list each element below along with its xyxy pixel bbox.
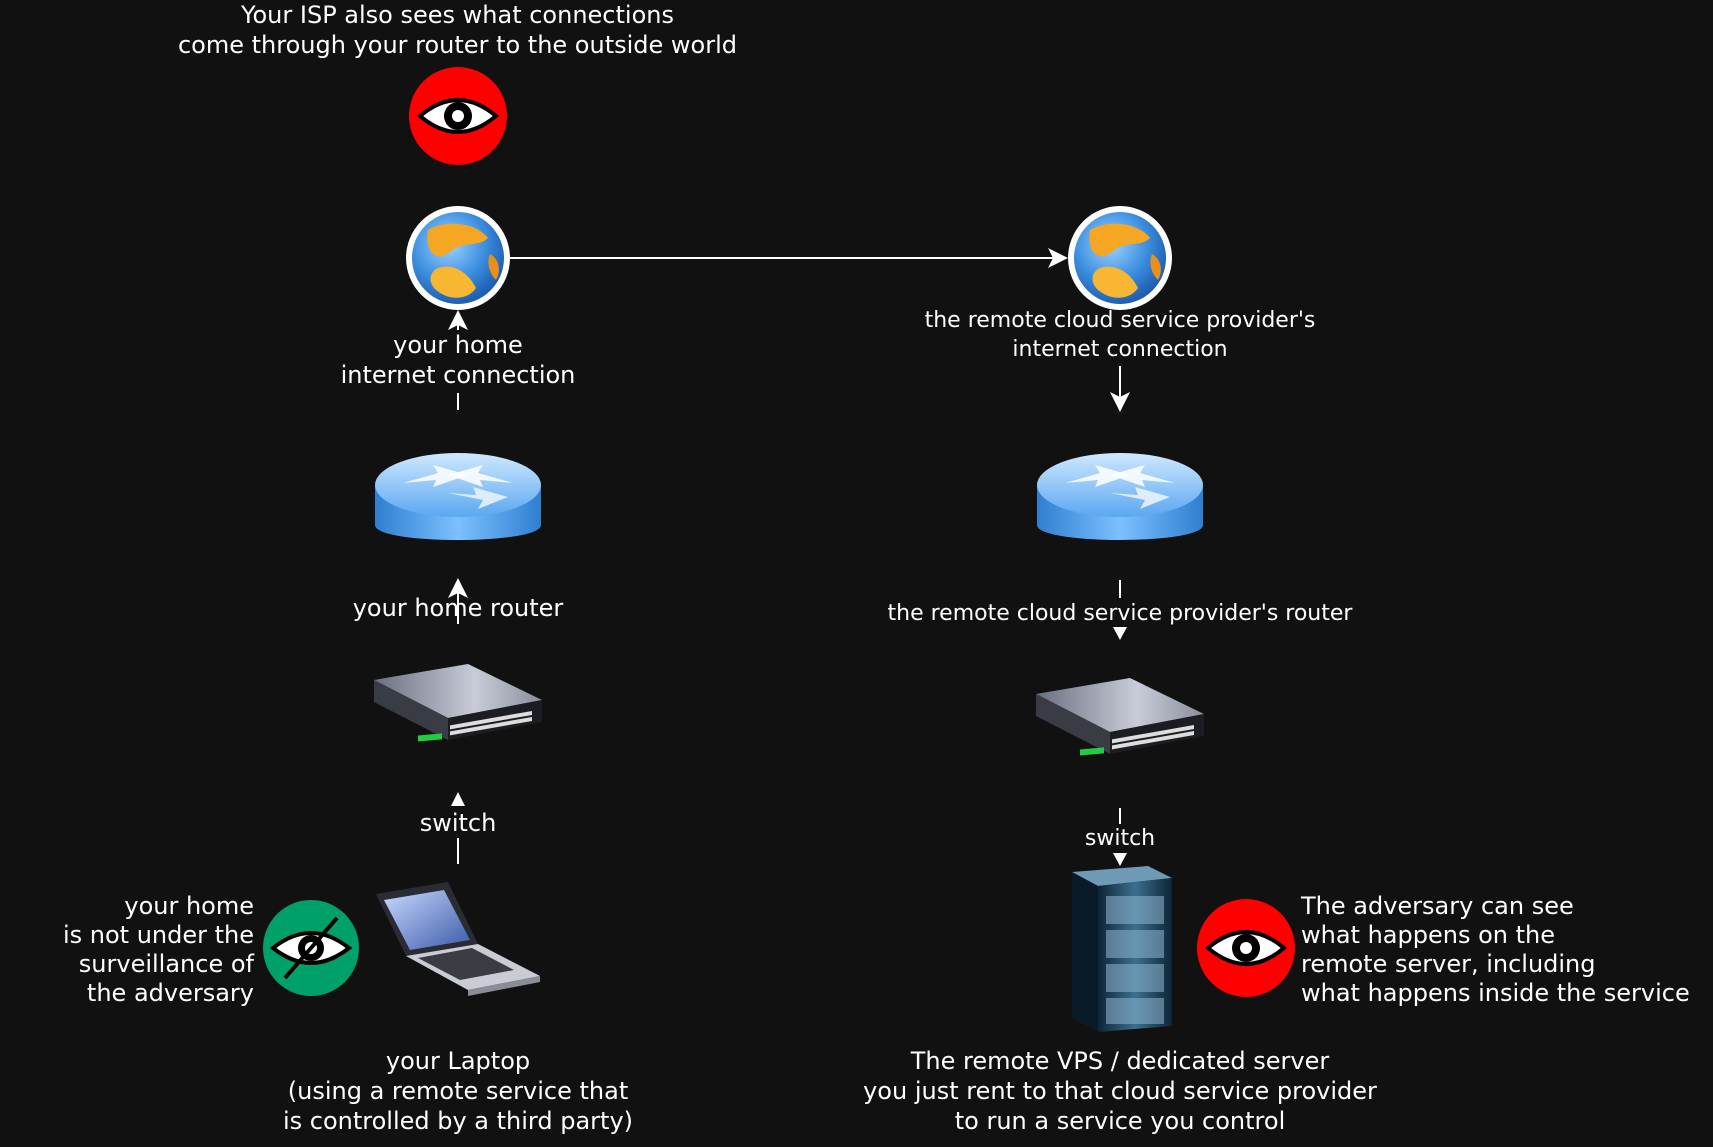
remote-router-label: the remote cloud service provider's rout… xyxy=(887,601,1353,626)
home-globe-icon xyxy=(406,206,510,310)
remote-internet-label: the remote cloud service provider's inte… xyxy=(924,308,1316,362)
isp-note-label: Your ISP also sees what connections come… xyxy=(177,1,737,59)
laptop-label: your Laptop (using a remote service that… xyxy=(282,1047,634,1135)
remote-server-label: The remote VPS / dedicated server you ju… xyxy=(863,1047,1377,1135)
home-switch-icon xyxy=(374,664,542,742)
arrowhead-right xyxy=(1048,248,1068,268)
server-rack-icon xyxy=(1072,866,1172,1032)
connectors xyxy=(457,257,1121,864)
remote-switch-label: switch xyxy=(1084,826,1156,851)
home-router-label: your home router xyxy=(352,594,564,622)
home-router-icon xyxy=(375,453,541,540)
laptop-icon xyxy=(376,882,540,996)
remote-switch-icon xyxy=(1036,678,1204,756)
home-not-surveilled-label: your home is not under the surveillance … xyxy=(62,892,254,1007)
remote-globe-icon xyxy=(1068,206,1172,310)
arrowhead-down-switch xyxy=(1113,627,1127,640)
arrowhead-down-server xyxy=(1113,853,1127,866)
arrowhead-up-router xyxy=(448,578,468,598)
arrowhead-down-router xyxy=(1110,392,1130,412)
adversary-note-label: The adversary can see what happens on th… xyxy=(1301,892,1690,1007)
eye-crossed-icon xyxy=(263,900,359,996)
remote-router-icon xyxy=(1037,453,1203,540)
arrowhead-up-switch xyxy=(451,792,465,806)
adversary-eye-icon xyxy=(1197,899,1295,997)
home-switch-label: switch xyxy=(419,809,497,837)
arrowhead-up-globe xyxy=(448,310,468,330)
arrowheads xyxy=(448,248,1130,866)
home-internet-label: your home internet connection xyxy=(340,331,576,389)
isp-eye-icon xyxy=(409,67,507,165)
